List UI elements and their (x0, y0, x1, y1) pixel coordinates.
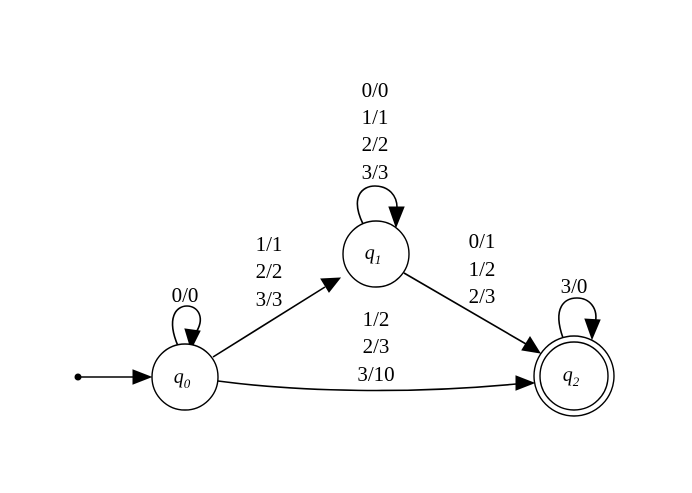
edge-label-line: 2/2 (256, 259, 283, 283)
state-q1: q1 (342, 220, 410, 288)
state-q2: q2 (533, 335, 615, 417)
state-q0: q0 (151, 343, 219, 411)
edge-label-line: 3/3 (256, 287, 283, 311)
edge-label-line: 0/1 (469, 229, 496, 253)
svg-text:q1: q1 (365, 242, 382, 267)
label-q0-loop: 0/0 (172, 283, 199, 307)
state-q0-name: q (174, 366, 184, 388)
edge-label-line: 2/3 (363, 334, 390, 358)
edge-q2-loop (558, 297, 601, 341)
edge-q0-q2 (217, 375, 536, 392)
state-q1-name: q (365, 242, 375, 264)
edge-label-line: 0/0 (362, 78, 389, 102)
label-q1-q2: 0/1 1/2 2/3 (469, 229, 496, 308)
edge-label-line: 1/2 (363, 307, 390, 331)
edge-q0-loop (171, 305, 202, 351)
label-q0-q1: 1/1 2/2 3/3 (256, 232, 283, 311)
edge-label-line: 3/0 (561, 274, 588, 298)
edge-q1-q2 (403, 272, 542, 354)
edge-label-line: 2/3 (469, 284, 496, 308)
edge-label-line: 1/2 (469, 257, 496, 281)
edge-label-line: 3/10 (357, 362, 394, 386)
edge-label-line: 2/2 (362, 132, 389, 156)
svg-text:q0: q0 (174, 366, 191, 391)
edge-label-line: 3/3 (362, 160, 389, 184)
label-q1-loop: 0/0 1/1 2/2 3/3 (362, 78, 389, 184)
state-q0-sub: 0 (184, 376, 191, 391)
edge-label-line: 0/0 (172, 283, 199, 307)
initial-arrow (74, 369, 153, 385)
state-q2-sub: 2 (573, 374, 580, 389)
edge-q1-loop (356, 185, 405, 229)
svg-text:q2: q2 (563, 364, 580, 389)
label-q0-q2: 1/2 2/3 3/10 (357, 307, 394, 386)
state-q1-sub: 1 (375, 252, 382, 267)
edge-label-line: 1/1 (256, 232, 283, 256)
edge-label-line: 1/1 (362, 105, 389, 129)
edge-q0-q1 (212, 277, 342, 358)
state-q2-name: q (563, 364, 573, 386)
label-q2-loop: 3/0 (561, 274, 588, 298)
